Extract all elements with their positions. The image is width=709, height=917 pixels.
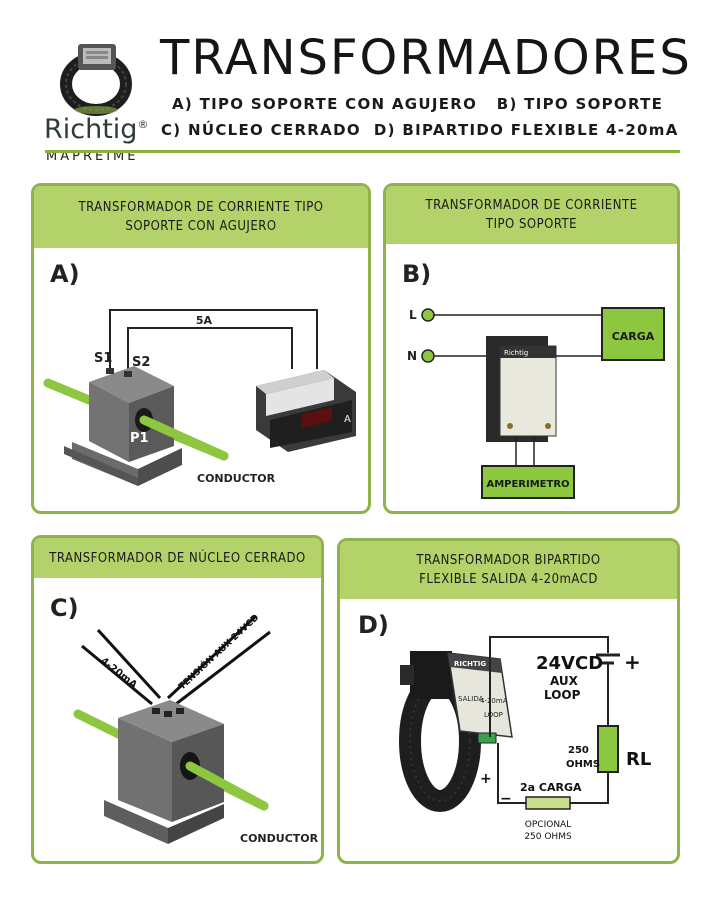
wire-label-5a: 5A	[196, 314, 213, 327]
header: Richtig® MAPREIME TRANSFORMADORES A) TIP…	[0, 0, 709, 170]
output-label: 4-20mA	[98, 656, 139, 691]
panel-d: TRANSFORMADOR BIPARTIDO FLEXIBLE SALIDA …	[337, 538, 680, 864]
panel-a-title-1: TRANSFORMADOR DE CORRIENTE TIPO	[78, 200, 324, 215]
ct-device-b	[499, 345, 557, 437]
logo-ring-icon	[60, 44, 132, 116]
conductor-label-c: CONDUCTOR	[240, 832, 319, 845]
ohms-word: OHMS	[566, 759, 600, 770]
panel-d-title-1: TRANSFORMADOR BIPARTIDO	[416, 553, 601, 568]
ammeter-unit: A	[344, 414, 351, 425]
carga2-resistor	[525, 796, 571, 810]
terminal-s2: S2	[132, 355, 150, 370]
panel-c-label: C)	[50, 594, 79, 622]
wire-s1	[109, 309, 318, 369]
terminal-p1: P1	[130, 431, 149, 446]
panel-b-label: B)	[402, 260, 432, 288]
panel-d-title-2: FLEXIBLE SALIDA 4-20mACD	[419, 572, 598, 587]
v24-label: 24VCD	[536, 653, 603, 674]
aux-label-d: AUX	[550, 674, 579, 688]
aux-label: TENSIÓN AUX 24VCD	[176, 611, 261, 692]
panel-c: TRANSFORMADOR DE NÚCLEO CERRADO C) 4-20m…	[31, 535, 324, 864]
subtitle-line-1: A) TIPO SOPORTE CON AGUJERO B) TIPO SOPO…	[172, 95, 664, 113]
plus-bottom: +	[480, 771, 492, 787]
panel-a-header: TRANSFORMADOR DE CORRIENTE TIPO SOPORTE …	[34, 186, 368, 248]
terminal-s1: S1	[94, 351, 112, 366]
rl-label: RL	[626, 749, 651, 770]
carga2-label: 2a CARGA	[520, 781, 582, 794]
panel-c-header: TRANSFORMADOR DE NÚCLEO CERRADO	[34, 538, 321, 578]
panel-c-title: TRANSFORMADOR DE NÚCLEO CERRADO	[49, 550, 306, 566]
panel-a-title-2: SOPORTE CON AGUJERO	[125, 219, 277, 234]
subtitle-line-2: C) NÚCLEO CERRADO D) BIPARTIDO FLEXIBLE …	[161, 121, 679, 139]
line-l: L	[409, 308, 417, 322]
svg-text:Richtig: Richtig	[504, 349, 528, 357]
amperimetro-label: AMPERIMETRO	[486, 479, 569, 490]
panel-a: TRANSFORMADOR DE CORRIENTE TIPO SOPORTE …	[31, 183, 371, 514]
panel-b-title-2: TIPO SOPORTE	[485, 217, 578, 232]
conductor-label-a: CONDUCTOR	[197, 472, 276, 485]
panel-b-diagram: L N CARGA Richtig AMPERIMETRO	[407, 307, 665, 499]
wire-s2	[127, 327, 293, 369]
panel-b: TRANSFORMADOR DE CORRIENTE TIPO SOPORTE …	[383, 183, 680, 514]
brand-name: Richtig®	[44, 114, 149, 145]
minus-bottom: −	[500, 791, 512, 807]
panel-d-header: TRANSFORMADOR BIPARTIDO FLEXIBLE SALIDA …	[340, 541, 677, 599]
transmitter-device	[447, 652, 513, 738]
panel-a-diagram: 5A S1 S2 P1 A CONDUCTOR	[43, 309, 356, 486]
ohms-250: 250	[568, 745, 589, 756]
rl-resistor	[597, 725, 619, 773]
opcional-ohms: 250 OHMS	[524, 832, 572, 842]
plus-top: +	[624, 650, 641, 674]
carga-box	[601, 307, 665, 361]
loop-label-d: LOOP	[544, 688, 581, 702]
panel-b-header: TRANSFORMADOR DE CORRIENTE TIPO SOPORTE	[386, 186, 677, 244]
panel-c-diagram: 4-20mA TENSIÓN AUX 24VCD CONDUCTOR	[73, 611, 319, 845]
svg-text:LOOP: LOOP	[484, 711, 503, 719]
panel-a-label: A)	[50, 260, 80, 288]
amperimetro-box	[481, 465, 575, 499]
carga-label: CARGA	[612, 330, 655, 343]
opcional-label: OPCIONAL	[525, 820, 571, 830]
line-n: N	[407, 349, 417, 363]
panel-d-label: D)	[358, 611, 389, 639]
svg-text:RICHTIG: RICHTIG	[454, 660, 486, 668]
page-title: TRANSFORMADORES	[160, 30, 692, 86]
header-divider	[45, 150, 680, 153]
panel-b-title-1: TRANSFORMADOR DE CORRIENTE	[425, 198, 638, 213]
panel-d-diagram: RICHTIG SALIDA 4-20mA LOOP + 24VCD AUX L…	[399, 636, 651, 842]
svg-text:4-20mA: 4-20mA	[480, 697, 508, 705]
svg-text:SALIDA: SALIDA	[458, 695, 484, 703]
